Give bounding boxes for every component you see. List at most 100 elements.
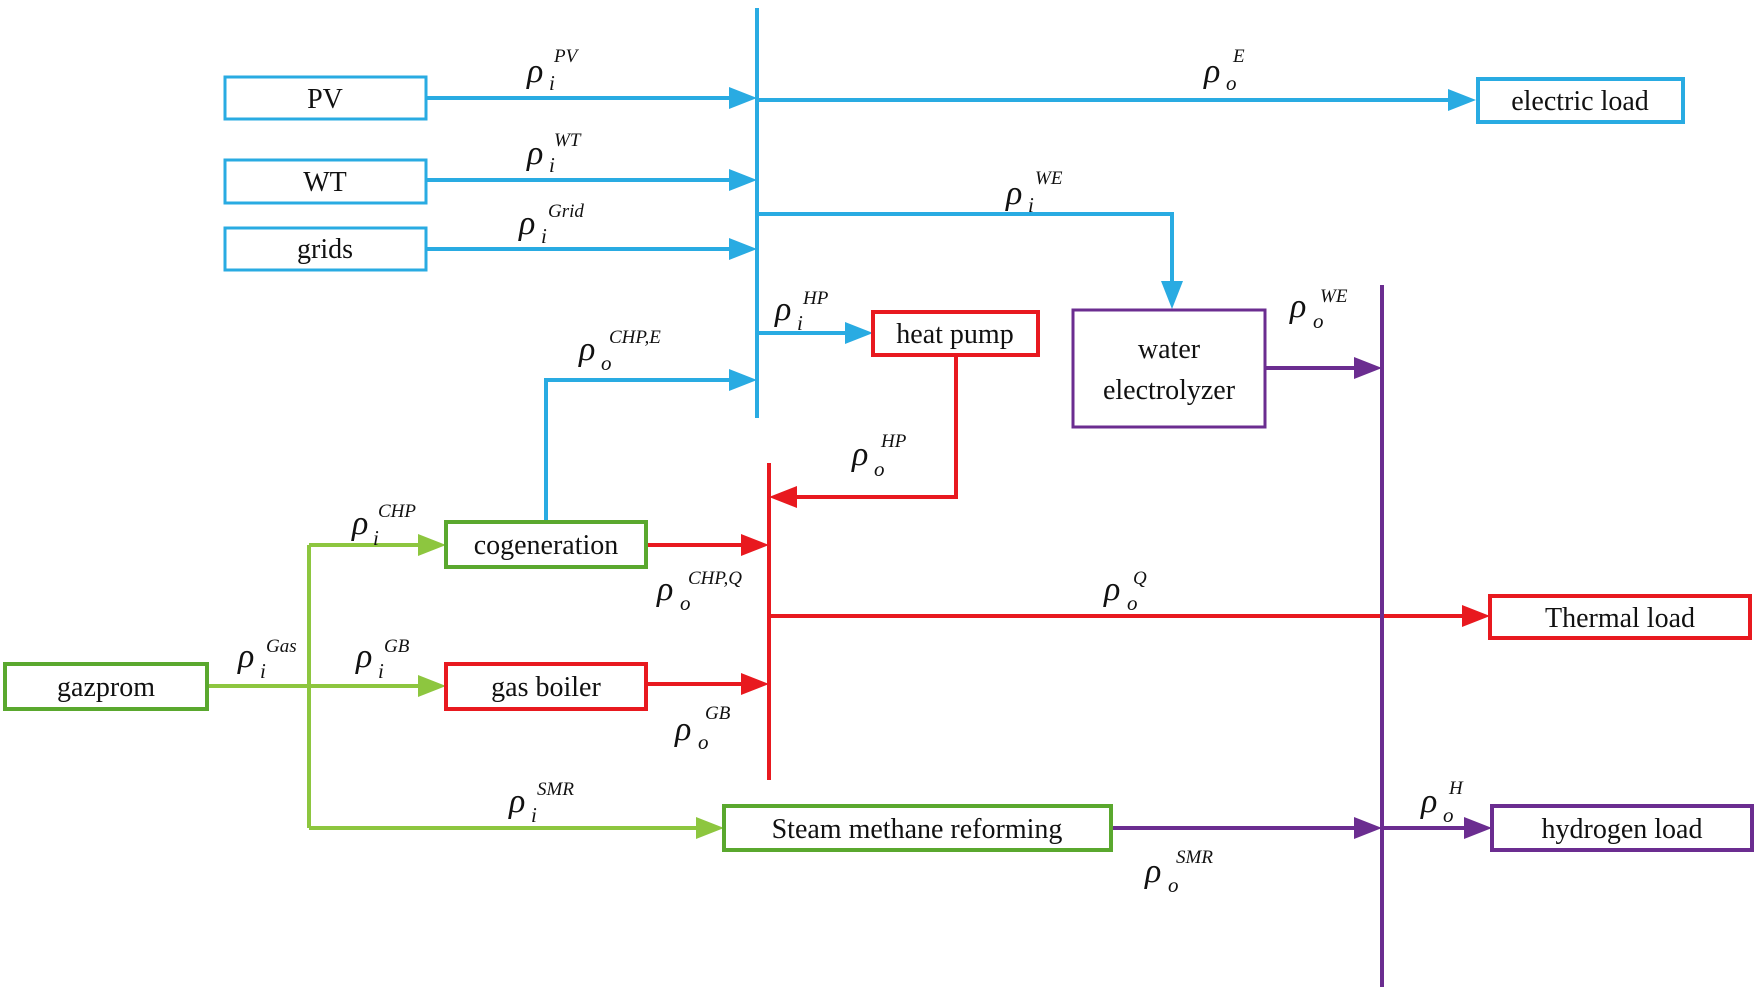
sup-gas: Gas xyxy=(266,636,297,657)
sub-i: i xyxy=(1028,193,1034,217)
rho-symbol: ρ xyxy=(1203,53,1220,90)
rho-symbol: ρ xyxy=(1420,783,1437,820)
node-heat-pump: heat pump xyxy=(871,310,1040,357)
rho-symbol: ρ xyxy=(351,505,368,542)
sup-we-out: WE xyxy=(1320,286,1348,307)
label-rho-o-we: ρ WE o xyxy=(1289,286,1348,333)
label-rho-o-chp-q: ρ CHP,Q o xyxy=(656,568,742,615)
water-electrolyzer-label-1: water xyxy=(1138,334,1201,365)
sup-gb-in: GB xyxy=(384,636,410,657)
label-rho-i-we: ρ WE i xyxy=(1005,168,1063,217)
wt-box xyxy=(223,158,428,205)
rho-symbol: ρ xyxy=(1144,853,1161,890)
rho-symbol: ρ xyxy=(526,135,543,172)
heat-pump-label: heat pump xyxy=(896,319,1013,350)
chp-e-arrowhead xyxy=(729,369,757,391)
sub-o: o xyxy=(680,591,691,615)
sub-i: i xyxy=(797,311,803,335)
sup-hp-in: HP xyxy=(802,288,829,309)
label-rho-i-hp: ρ HP i xyxy=(774,288,829,335)
grids-label: grids xyxy=(297,234,353,265)
rho-symbol: ρ xyxy=(1005,175,1022,212)
sub-i: i xyxy=(549,71,555,95)
sub-o: o xyxy=(601,351,612,375)
label-rho-o-e: ρ E o xyxy=(1203,46,1245,95)
sup-h: H xyxy=(1448,778,1464,799)
gas-boiler-label: gas boiler xyxy=(491,672,601,703)
thermal-load-label: Thermal load xyxy=(1545,603,1695,634)
gas-boiler-box xyxy=(444,662,648,711)
node-gazprom: gazprom xyxy=(3,662,209,711)
pv-box xyxy=(223,75,428,121)
sub-o: o xyxy=(1127,591,1138,615)
gas-network xyxy=(207,543,700,830)
grids-arrowhead xyxy=(729,238,757,260)
sub-o: o xyxy=(1226,71,1237,95)
smr-input-arrowhead xyxy=(696,817,724,839)
node-gas-boiler: gas boiler xyxy=(444,662,648,711)
hydrogen-load-box xyxy=(1490,804,1754,852)
sup-gb-out: GB xyxy=(705,703,731,724)
hydrogen-arrowheads xyxy=(1354,357,1492,839)
sup-e: E xyxy=(1232,46,1245,67)
rho-symbol: ρ xyxy=(851,436,868,473)
label-rho-i-grid: ρ Grid i xyxy=(518,201,584,248)
sup-grid: Grid xyxy=(548,201,584,222)
label-rho-i-gas: ρ Gas i xyxy=(237,636,297,683)
label-rho-i-wt: ρ WT i xyxy=(526,130,582,177)
node-hydrogen-load: hydrogen load xyxy=(1490,804,1754,852)
node-grids: grids xyxy=(223,226,428,272)
water-electrolyzer-box xyxy=(1071,308,1267,429)
rho-symbol: ρ xyxy=(237,638,254,675)
thermal-load-box xyxy=(1488,594,1752,640)
hydrogen-network xyxy=(1112,285,1468,987)
we-output-arrowhead xyxy=(1354,357,1382,379)
wt-arrowhead xyxy=(729,169,757,191)
hp-input-arrowhead xyxy=(845,322,873,344)
sub-i: i xyxy=(541,224,547,248)
label-rho-o-chp-e: ρ CHP,E o xyxy=(578,327,661,375)
rho-symbol: ρ xyxy=(774,291,791,328)
rho-symbol: ρ xyxy=(1103,571,1120,608)
flow-labels: ρ PV i ρ E o ρ WT i ρ WE i ρ Grid i xyxy=(237,46,1464,897)
sup-pv: PV xyxy=(553,46,580,67)
rho-symbol: ρ xyxy=(355,638,372,675)
label-rho-i-chp: ρ CHP i xyxy=(351,501,416,550)
cogeneration-box xyxy=(444,520,648,569)
node-wt: WT xyxy=(223,158,428,205)
chp-input-arrowhead xyxy=(418,534,446,556)
smr-output-arrowhead xyxy=(1354,817,1382,839)
rho-symbol: ρ xyxy=(578,331,595,368)
sup-chp-q: CHP,Q xyxy=(688,568,742,589)
sub-i: i xyxy=(378,659,384,683)
sup-chp-e: CHP,E xyxy=(609,327,661,348)
gazprom-label: gazprom xyxy=(57,672,155,703)
sup-smr-in: SMR xyxy=(537,779,574,800)
sub-o: o xyxy=(874,457,885,481)
sup-smr-out: SMR xyxy=(1176,847,1213,868)
sup-hp-out: HP xyxy=(880,431,907,452)
sub-i: i xyxy=(549,153,555,177)
label-rho-o-hp: ρ HP o xyxy=(851,431,907,481)
sub-o: o xyxy=(698,730,709,754)
label-rho-o-q: ρ Q o xyxy=(1103,568,1147,615)
rho-symbol: ρ xyxy=(1289,288,1306,325)
we-input-line xyxy=(757,212,1174,288)
electric-load-arrowhead xyxy=(1448,89,1476,111)
node-smr: Steam methane reforming xyxy=(722,804,1113,852)
electric-load-box xyxy=(1476,77,1685,124)
smr-box xyxy=(722,804,1113,852)
sub-i: i xyxy=(531,803,537,827)
label-rho-i-smr: ρ SMR i xyxy=(508,779,574,827)
grids-box xyxy=(223,226,428,272)
sup-q: Q xyxy=(1133,568,1147,589)
sub-i: i xyxy=(260,659,266,683)
hp-output-line xyxy=(793,356,958,499)
rho-symbol: ρ xyxy=(526,53,543,90)
rho-symbol: ρ xyxy=(674,711,691,748)
sup-we-in: WE xyxy=(1035,168,1063,189)
sub-o: o xyxy=(1168,873,1179,897)
node-electric-load: electric load xyxy=(1476,77,1685,124)
label-rho-i-pv: ρ PV i xyxy=(526,46,580,95)
